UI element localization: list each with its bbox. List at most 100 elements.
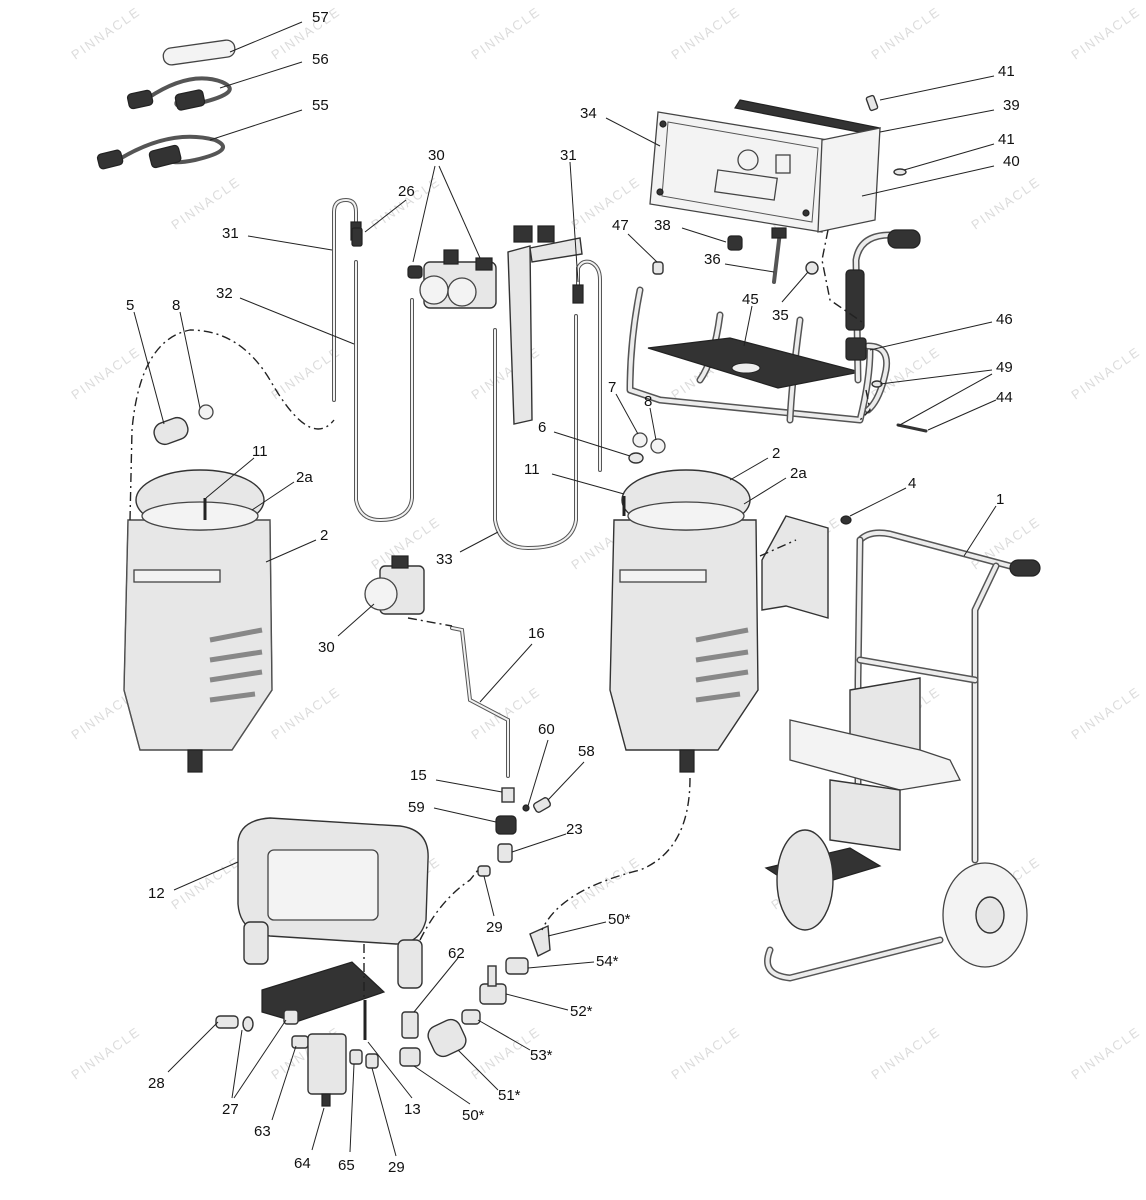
callout-60: 60 xyxy=(538,721,555,738)
callout-35: 35 xyxy=(772,307,789,324)
callout-58: 58 xyxy=(578,743,595,760)
watermark-text: PINNACLE xyxy=(1068,1024,1143,1083)
callout-5: 5 xyxy=(126,297,134,314)
callout-63: 63 xyxy=(254,1123,271,1140)
watermark-text: PINNACLE xyxy=(568,854,643,913)
callout-2-left: 2 xyxy=(320,527,328,544)
callout-65: 65 xyxy=(338,1157,355,1174)
part-62-fitting xyxy=(401,1011,419,1039)
callout-45: 45 xyxy=(742,291,759,308)
part-45-tray xyxy=(626,286,891,424)
watermark-text: PINNACLE xyxy=(668,4,743,63)
callout-27: 27 xyxy=(222,1101,239,1118)
callout-7: 7 xyxy=(608,379,616,396)
callout-31-left: 31 xyxy=(222,225,239,242)
callout-31-right: 31 xyxy=(560,147,577,164)
watermark-text: PINNACLE xyxy=(868,4,943,63)
part-56-power-cord xyxy=(126,76,232,111)
callout-62: 62 xyxy=(448,945,465,962)
callout-2a-left: 2a xyxy=(296,469,313,486)
part-53-fitting xyxy=(461,1009,481,1025)
part-65-fitting xyxy=(349,1049,363,1065)
callout-11-left: 11 xyxy=(252,443,268,460)
callout-29-top: 29 xyxy=(486,919,503,936)
part-30-regulator-mid xyxy=(364,555,425,615)
watermark-text: PINNACLE xyxy=(468,684,543,743)
callout-44: 44 xyxy=(996,389,1013,406)
part-50-elbow-bottom xyxy=(399,1047,421,1067)
callout-64: 64 xyxy=(294,1155,311,1172)
watermark-text: PINNACLE xyxy=(68,4,143,63)
part-63-fitting xyxy=(291,1035,309,1049)
callout-1: 1 xyxy=(996,491,1004,508)
callout-8-left: 8 xyxy=(172,297,180,314)
part-28-plug xyxy=(215,1015,239,1029)
watermark-text: PINNACLE xyxy=(68,344,143,403)
callout-55: 55 xyxy=(312,97,329,114)
callout-41-top: 41 xyxy=(998,63,1015,80)
callout-39: 39 xyxy=(1003,97,1020,114)
assembly-paths xyxy=(129,229,871,1000)
part-55-power-cord xyxy=(96,134,225,170)
part-32-hose xyxy=(354,260,414,523)
callout-51: 51* xyxy=(498,1087,521,1104)
part-50-elbow-top xyxy=(529,924,551,957)
callout-32: 32 xyxy=(216,285,233,302)
part-2-reservoir-right xyxy=(609,519,759,773)
callout-49: 49 xyxy=(996,359,1013,376)
watermark-text: PINNACLE xyxy=(268,684,343,743)
callout-23: 23 xyxy=(566,821,583,838)
part-16-tube xyxy=(450,626,510,778)
callout-33: 33 xyxy=(436,551,453,568)
watermark-text: PINNACLE xyxy=(1068,4,1143,63)
callout-34: 34 xyxy=(580,105,597,122)
part-27-fittings xyxy=(242,1009,299,1032)
callout-50-top: 50* xyxy=(608,911,631,928)
callout-36: 36 xyxy=(704,251,721,268)
callout-8-right: 8 xyxy=(644,393,652,410)
part-41-screw-top xyxy=(865,94,879,112)
callout-40: 40 xyxy=(1003,153,1020,170)
part-57-pouch xyxy=(162,39,236,66)
part-8-clip-right xyxy=(650,438,666,454)
part-31-hose-right xyxy=(572,259,602,472)
callout-56: 56 xyxy=(312,51,329,68)
callout-6: 6 xyxy=(538,419,546,436)
callout-57: 57 xyxy=(312,9,329,26)
part-29-fitting-b xyxy=(365,1053,379,1069)
callout-46: 46 xyxy=(996,311,1013,328)
pump-mount-plate xyxy=(261,961,386,1023)
watermark-text: PINNACLE xyxy=(1068,344,1143,403)
callout-41-side: 41 xyxy=(998,131,1015,148)
part-35-strain-relief xyxy=(805,261,819,275)
callout-52: 52* xyxy=(570,1003,593,1020)
part-34-control-panel xyxy=(649,111,829,233)
callout-15: 15 xyxy=(410,767,427,784)
watermark-text: PINNACLE xyxy=(268,4,343,63)
callout-30-mid: 30 xyxy=(318,639,335,656)
watermark-text: PINNACLE xyxy=(1068,684,1143,743)
callout-11-right: 11 xyxy=(524,461,540,478)
part-2a-lid-left xyxy=(135,469,265,531)
part-2-reservoir-left xyxy=(123,519,273,773)
part-7-washer xyxy=(632,432,648,448)
callout-2-right: 2 xyxy=(772,445,780,462)
callout-54: 54* xyxy=(596,953,619,970)
part-6-washer xyxy=(628,452,644,464)
part-15-fitting xyxy=(501,787,515,803)
part-4-screw xyxy=(840,515,852,525)
callout-47: 47 xyxy=(612,217,629,234)
part-60-oring xyxy=(522,804,530,812)
callout-2a-right: 2a xyxy=(790,465,807,482)
part-44-pin xyxy=(896,423,928,433)
callout-28: 28 xyxy=(148,1075,165,1092)
part-26-fitting xyxy=(351,227,363,247)
part-54-fitting xyxy=(505,957,529,975)
part-36-wire-harness xyxy=(771,227,787,284)
callout-50-bottom: 50* xyxy=(462,1107,485,1124)
callout-16: 16 xyxy=(528,625,545,642)
watermark-text: PINNACLE xyxy=(968,174,1043,233)
bracket-assembly xyxy=(507,225,583,425)
part-29-fitting-a xyxy=(477,865,491,877)
part-47-cap xyxy=(652,261,664,275)
